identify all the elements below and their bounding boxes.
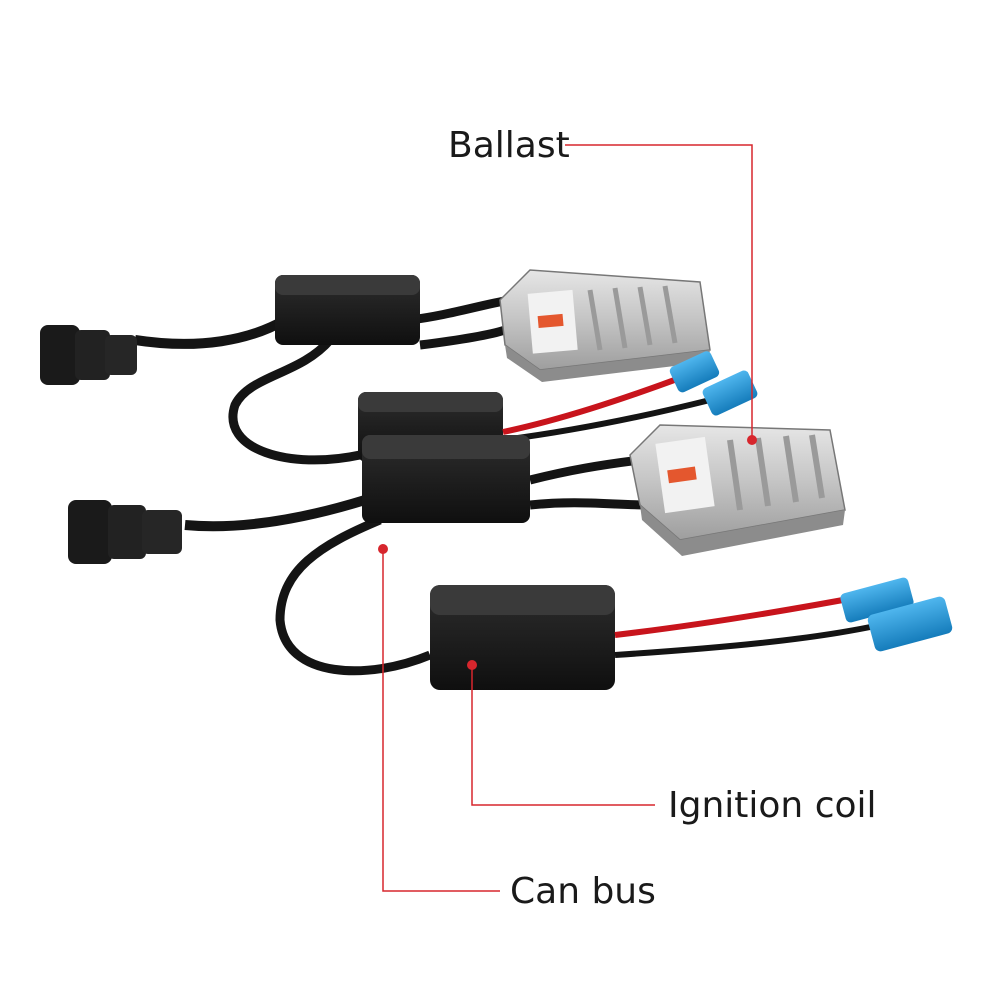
cable [528,455,641,485]
power-wire-red [502,375,682,435]
callout-lines [382,144,753,892]
ballast-marker [747,435,757,445]
can-bus-label: Can bus [510,871,656,912]
ballast-unit [629,424,846,556]
cable [134,315,288,349]
cable [228,336,361,465]
power-plug-connector [68,500,182,564]
can-bus-leader-line [382,549,500,892]
lower-kit [68,424,953,690]
ignition-coil-label: Ignition coil [668,785,877,826]
power-wire-red [614,592,871,638]
bulb-connector [669,351,758,416]
ignition-coil-box [430,585,615,690]
cable [409,295,511,325]
callout-dots [378,435,757,670]
cable [419,325,507,350]
can-bus-marker [378,544,388,554]
can-bus-box [275,275,420,345]
cable [529,498,651,510]
cable [502,397,711,443]
power-plug-connector [40,325,137,385]
ballast-unit [499,269,711,382]
ignition-coil-marker [467,660,477,670]
ballast-label: Ballast [448,125,570,166]
can-bus-box [362,435,530,523]
ignition-coil-leader-line [471,665,655,806]
cable [275,515,432,676]
cable [184,495,367,532]
cable [614,622,881,658]
ballast-leader-line [565,144,753,440]
bulb-connector [840,577,953,652]
